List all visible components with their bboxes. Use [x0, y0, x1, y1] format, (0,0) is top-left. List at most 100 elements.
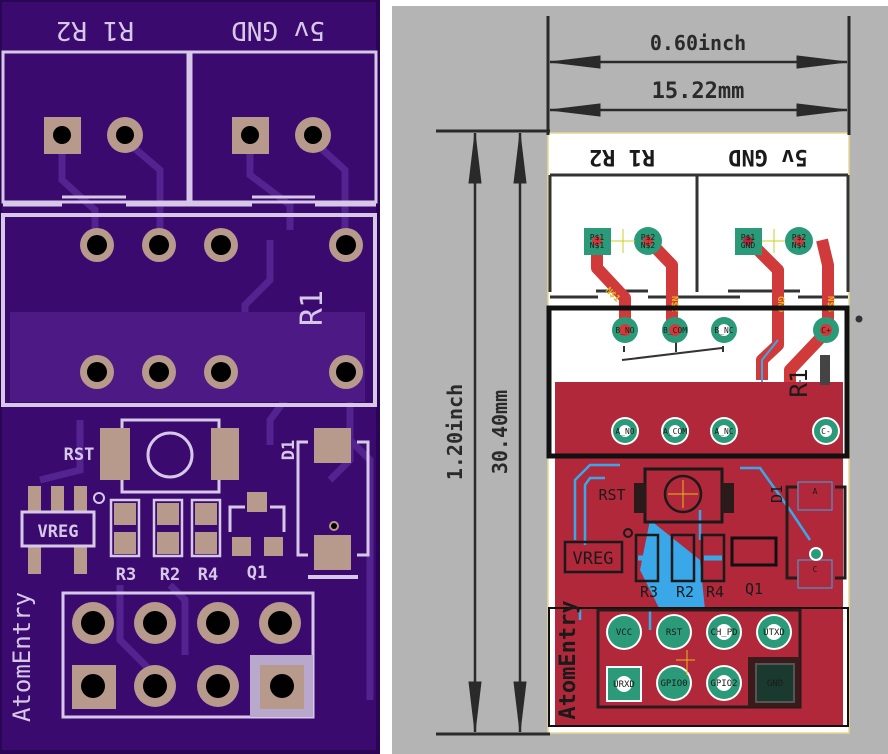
resistor-r3 — [109, 498, 141, 558]
cad-d1-outline — [785, 485, 847, 580]
cad-relay-label: R1 — [785, 369, 813, 398]
vreg-pad — [74, 544, 87, 574]
vreg-pad — [28, 486, 41, 516]
cad-q1-label: Q1 — [745, 580, 763, 598]
cad-r4-label: R4 — [706, 583, 724, 601]
cad-relay-pads: B_NO B_COM B_NC C+ A_NO A_COM A_NC C- — [611, 317, 840, 445]
header-pin-label: GPIO2 — [710, 679, 737, 689]
dimension-height-mm: 30.40mm — [488, 390, 512, 474]
cad-vreg-outline — [563, 540, 624, 574]
header-label-left: R1 R2 — [56, 15, 134, 45]
cad-q1-outline — [730, 536, 778, 567]
d1-pad-cathode: C — [813, 565, 818, 574]
vreg-label: VREG — [38, 522, 79, 542]
dimension-width-mm: 15.22mm — [652, 79, 745, 104]
relay-ground-fill — [10, 312, 290, 402]
r2-label: R2 — [160, 565, 180, 585]
r3-label: R3 — [116, 565, 136, 585]
relay-label: R1 — [295, 290, 330, 326]
cad-r2-label: R2 — [676, 583, 694, 601]
r4-label: R4 — [198, 565, 218, 585]
board-edge — [0, 0, 380, 754]
cad-brand-label: AtomEntry — [556, 600, 581, 719]
pad-net: N$1 — [590, 241, 605, 250]
cad-terminal-pads: P$1 N$1 P$2 N$2 P$1 GND P$2 N$4 — [584, 227, 813, 255]
reset-pad-right — [211, 428, 239, 480]
header-pin-label: VCC — [616, 628, 632, 638]
vreg-pad — [51, 486, 64, 516]
resistor-r4 — [190, 498, 222, 558]
relay-pad-label: C- — [821, 427, 831, 436]
terminal-pads — [44, 117, 331, 154]
header-pin-label: GPIO0 — [660, 679, 687, 689]
cad-d1-pads: A C — [797, 481, 833, 589]
dimension-height-inch: 1.20inch — [443, 384, 467, 480]
header-pin-label: URXD — [613, 680, 635, 690]
dimension-width-inch: 0.60inch — [650, 31, 746, 55]
diode-d1 — [296, 428, 370, 579]
transistor-q1 — [228, 492, 286, 556]
drill-hole — [53, 126, 71, 144]
cad-header-label-left: R1 R2 — [589, 144, 655, 169]
pad-label: P$1 — [590, 233, 605, 242]
header-pin-label: UTXD — [763, 628, 785, 638]
terminal-block-right-outline — [189, 50, 378, 204]
reset-label: RST — [64, 445, 95, 465]
dimension-width — [546, 16, 851, 135]
cad-vreg-label: VREG — [573, 549, 614, 569]
relay-switch-symbol — [621, 340, 724, 361]
cad-header-label-right: 5v GND — [728, 144, 807, 169]
pad-label: P$2 — [641, 233, 656, 242]
board-render-view: R1 R2 5v GND R1 RST VREG — [0, 0, 380, 754]
pad-label: P$2 — [792, 233, 807, 242]
relay-pad-label: B_NC — [714, 326, 733, 335]
header-pin-label: GND — [767, 679, 783, 689]
header-pins — [72, 602, 304, 709]
relay-coil-symbol — [820, 355, 830, 385]
cad-reset-pad-left — [634, 483, 646, 513]
relay-pad-label: A_COM — [663, 427, 687, 436]
cad-d1-label: D1 — [768, 485, 786, 503]
trace-label-n4: N$4 — [825, 296, 835, 313]
reset-button-actuator — [146, 431, 194, 479]
cad-reset-pad-right — [722, 483, 734, 513]
relay-pads — [80, 228, 363, 389]
pad-net: GND — [741, 241, 756, 250]
trace-label-gnd: GND — [775, 296, 785, 313]
relay-pad-label: B_COM — [663, 326, 687, 335]
pad-net: N$4 — [792, 241, 807, 250]
cad-r3-label: R3 — [640, 583, 658, 601]
d1-pad-anode: A — [813, 487, 818, 496]
vreg-pad — [28, 544, 41, 574]
cad-header-pins: VCC RST CH_PD UTXD URXD GPIO0 GPIO2 GND — [606, 614, 795, 703]
terminal-block-left-outline — [1, 50, 190, 204]
pin1-marker — [93, 492, 105, 504]
drill-hole — [241, 126, 259, 144]
header-pin-label: CH_PD — [710, 628, 737, 638]
trace-label-n2: N$2 — [669, 296, 679, 312]
cad-reset-actuator — [663, 474, 703, 514]
relay-pad-label: A_NO — [615, 427, 634, 436]
drill-hole — [116, 126, 134, 144]
cad-relay-outline — [546, 305, 850, 459]
cad-header-section — [548, 607, 849, 727]
brand-label: AtomEntry — [8, 592, 36, 722]
resistor-r2 — [152, 498, 184, 558]
cad-reset-label: RST — [598, 486, 625, 504]
cad-layout-view: 0.60inch 15.22mm 1.20inch 30.40mm R1 R2 … — [392, 6, 888, 754]
relay-pad-label: B_NO — [615, 326, 634, 335]
drill-hole — [304, 126, 322, 144]
relay-pad-label: C+ — [821, 326, 831, 335]
dimension-height — [436, 129, 550, 736]
relay-pad-label: A_NC — [714, 427, 733, 436]
d1-label: D1 — [279, 440, 299, 460]
vreg-pad — [74, 486, 87, 516]
cad-resistors — [634, 533, 726, 583]
pad-label: P$1 — [741, 233, 756, 242]
header-pin-label: RST — [666, 628, 683, 638]
pad-net: N$2 — [641, 241, 656, 250]
header-label-right: 5v GND — [231, 15, 325, 45]
relay-outline — [1, 213, 377, 407]
relay-pin1-dot — [855, 315, 863, 323]
cad-pin1-marker — [623, 528, 633, 538]
